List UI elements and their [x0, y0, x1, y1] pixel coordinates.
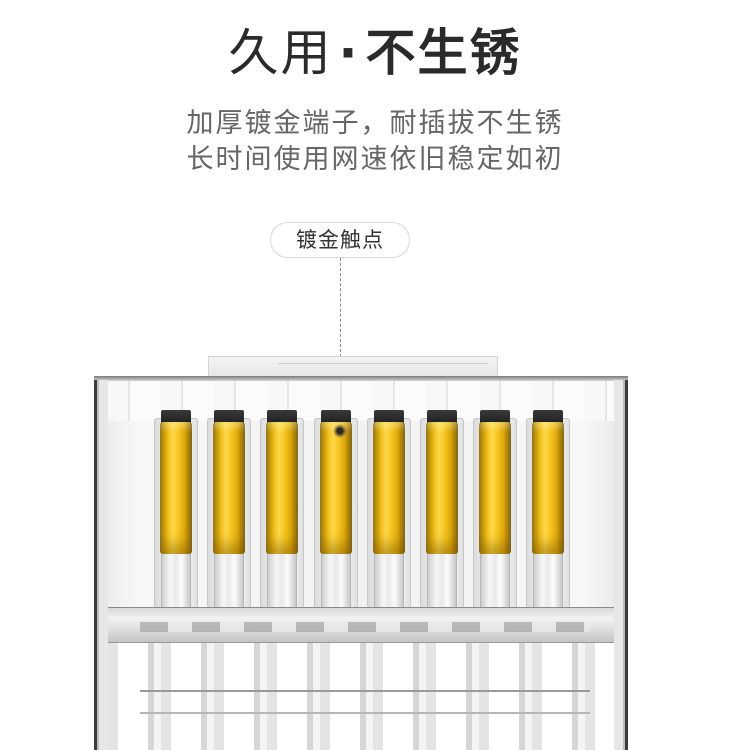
gold-plated-contact	[426, 422, 458, 554]
headline-dot: ·	[338, 24, 360, 82]
gold-plated-contact	[213, 422, 246, 554]
connector-right-edge	[614, 380, 628, 750]
callout-label: 镀金触点	[270, 222, 410, 258]
pin-top-tab	[214, 410, 245, 424]
pin-top-tab	[373, 410, 404, 424]
connector-left-edge	[94, 380, 108, 750]
headline-bold: 不生锈	[365, 24, 522, 82]
callout-leader-line	[340, 258, 341, 428]
headline-light: 久用	[228, 24, 333, 82]
headline: 久用·不生锈	[0, 18, 750, 88]
pin-top-tab	[267, 410, 298, 424]
gold-plated-contact	[532, 422, 565, 554]
gold-plated-contact	[479, 422, 512, 554]
connector-top-line	[278, 363, 488, 364]
connector-upper-region	[108, 381, 614, 421]
connector-top-rim	[94, 376, 628, 381]
pin-top-tab	[320, 410, 351, 424]
gold-plated-contact	[319, 422, 352, 554]
connector-lock-stripes	[140, 622, 590, 632]
pin-top-tab	[480, 410, 511, 424]
gold-plated-contact	[372, 422, 405, 554]
connector-lower-body	[108, 643, 614, 750]
connector-top-bar	[208, 356, 498, 376]
pin-top-tab	[533, 410, 564, 424]
callout-target-dot	[333, 424, 347, 438]
gold-plated-contact	[266, 422, 299, 554]
pin-top-tab	[427, 410, 457, 424]
connector-lower-line	[140, 712, 590, 714]
subtitle-line-2: 长时间使用网速依旧稳定如初	[186, 144, 564, 175]
subtitle-line-1: 加厚镀金端子，耐插拔不生锈	[186, 108, 564, 139]
connector-lower-line	[140, 690, 590, 692]
pin-top-tab	[161, 410, 191, 424]
gold-plated-contact	[160, 422, 192, 554]
